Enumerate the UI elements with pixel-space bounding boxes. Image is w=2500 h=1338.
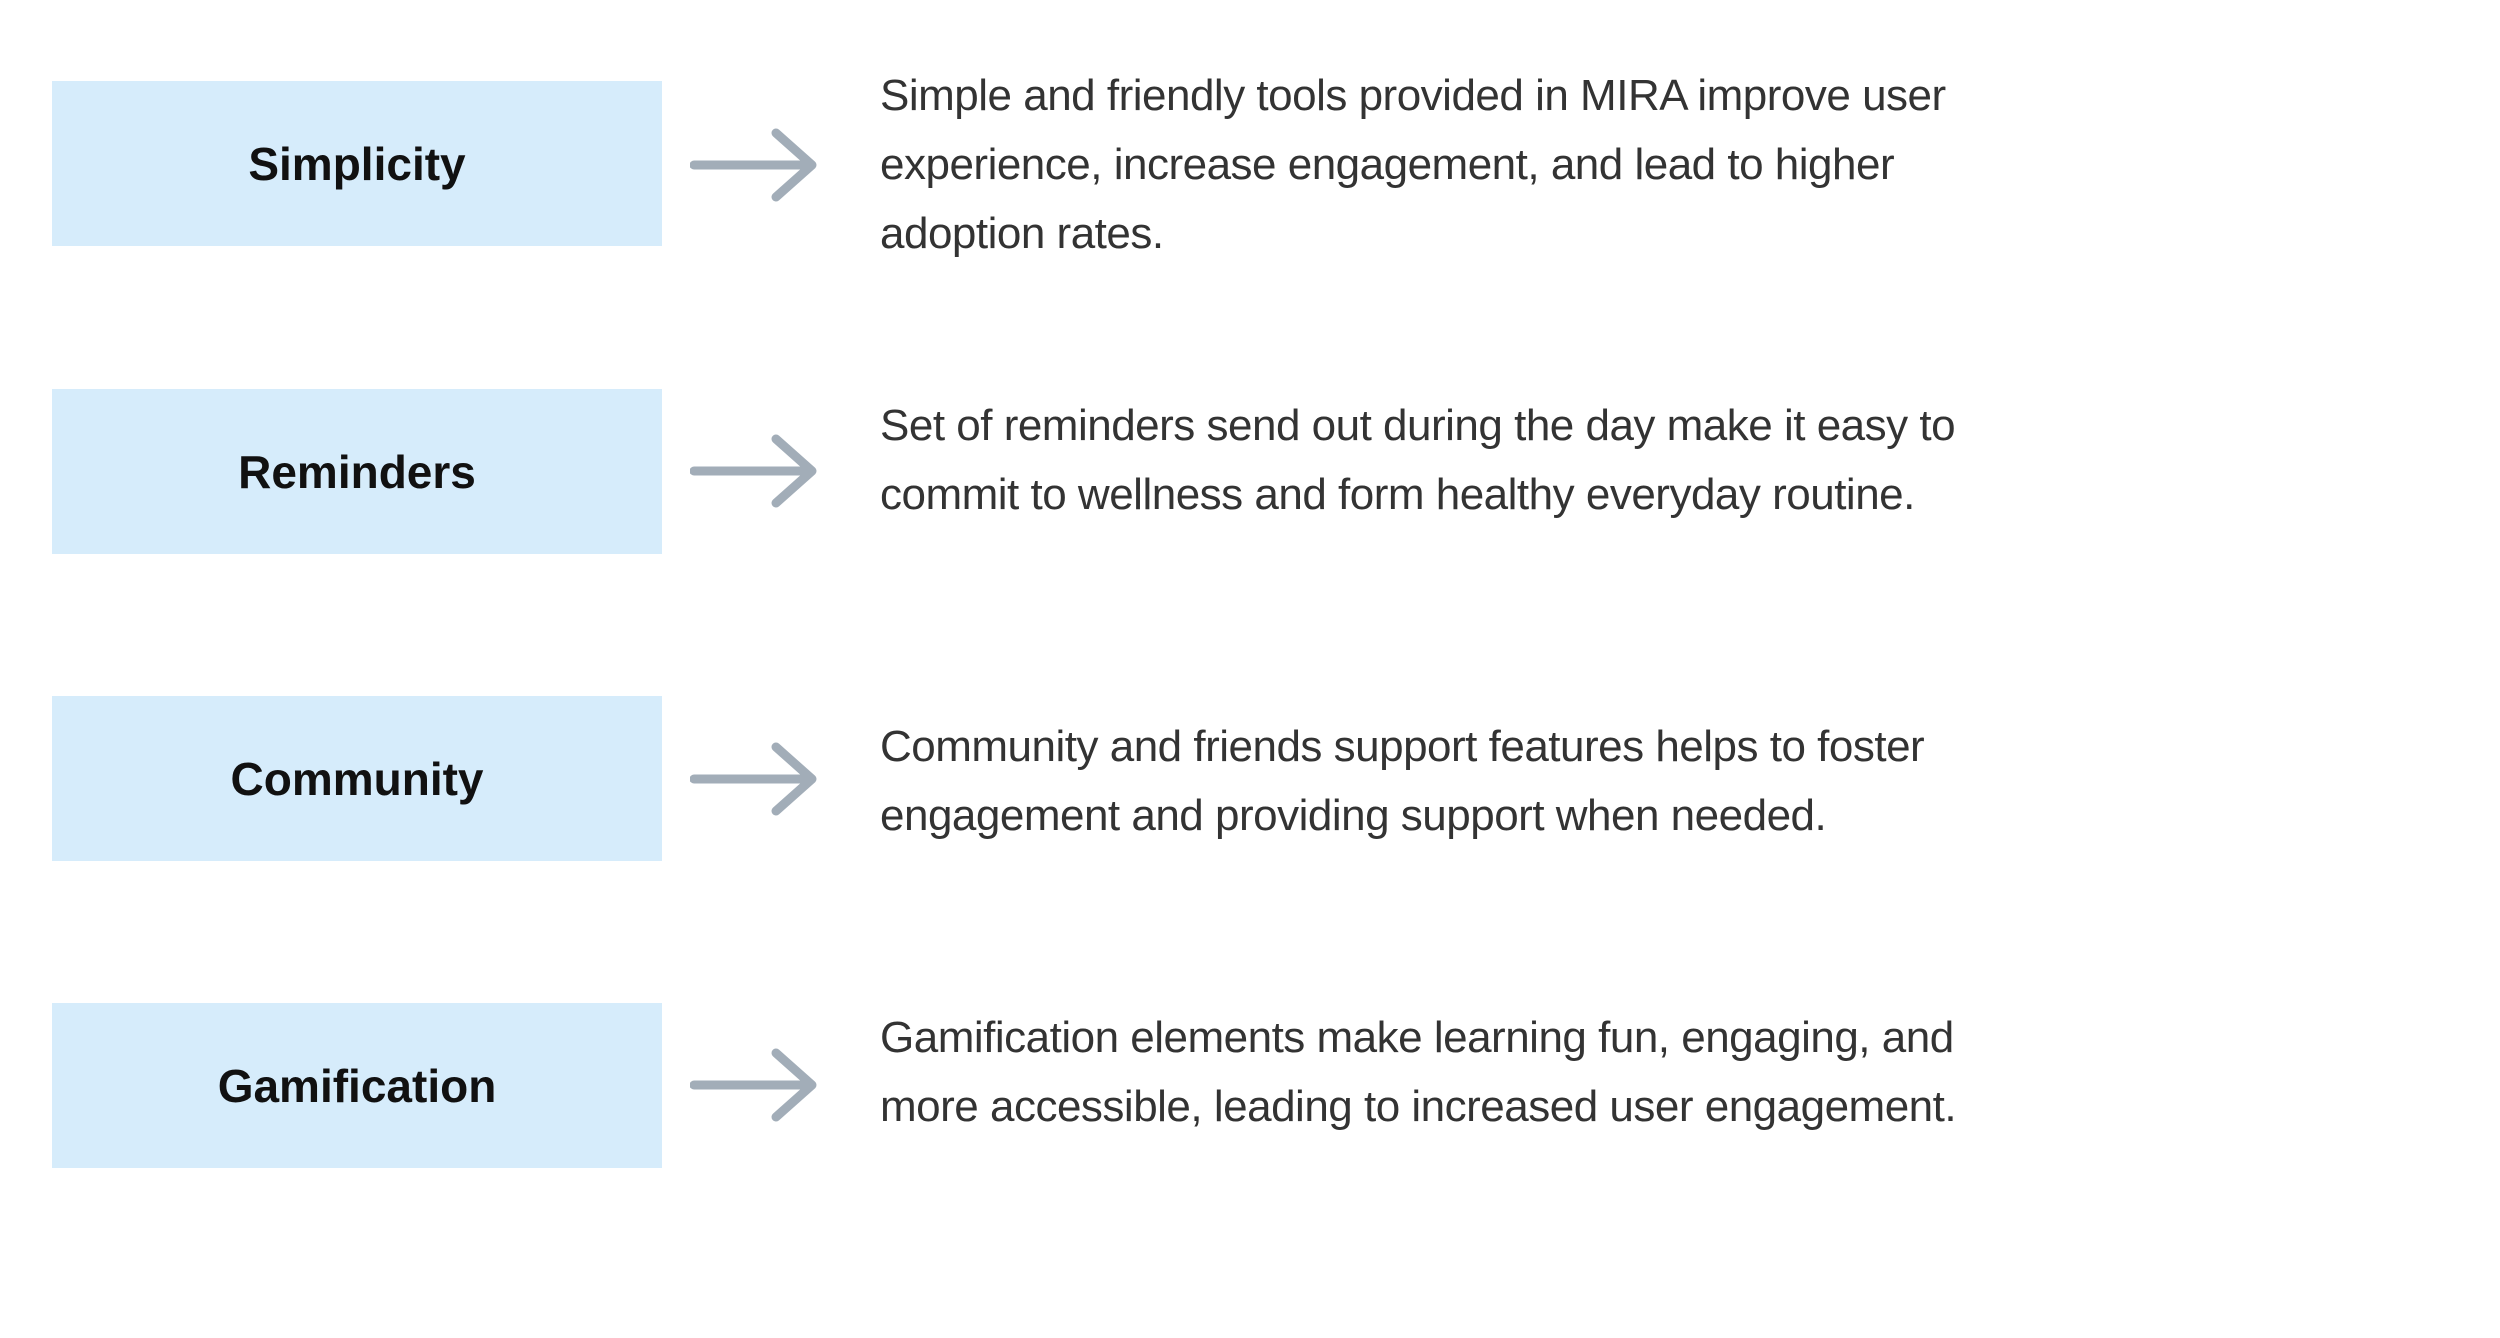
feature-label: Community — [230, 752, 484, 805]
feature-label-box: Community — [52, 696, 662, 861]
feature-label: Gamification — [217, 1059, 497, 1112]
feature-description: Set of reminders send out during the day… — [880, 401, 1956, 519]
feature-label: Simplicity — [248, 137, 466, 190]
right-arrow-icon — [690, 434, 817, 508]
feature-label-box: Simplicity — [52, 81, 662, 246]
right-arrow-icon — [690, 742, 817, 816]
feature-label-box: Gamification — [52, 1003, 662, 1168]
feature-description: Simple and friendly tools provided in MI… — [880, 71, 1946, 258]
right-arrow-icon — [690, 1048, 817, 1122]
feature-label: Reminders — [238, 445, 476, 498]
feature-description: Gamification elements make learning fun,… — [880, 1013, 1957, 1131]
feature-description: Community and friends support features h… — [880, 722, 1925, 840]
feature-label-box: Reminders — [52, 389, 662, 554]
right-arrow-icon — [690, 128, 817, 202]
